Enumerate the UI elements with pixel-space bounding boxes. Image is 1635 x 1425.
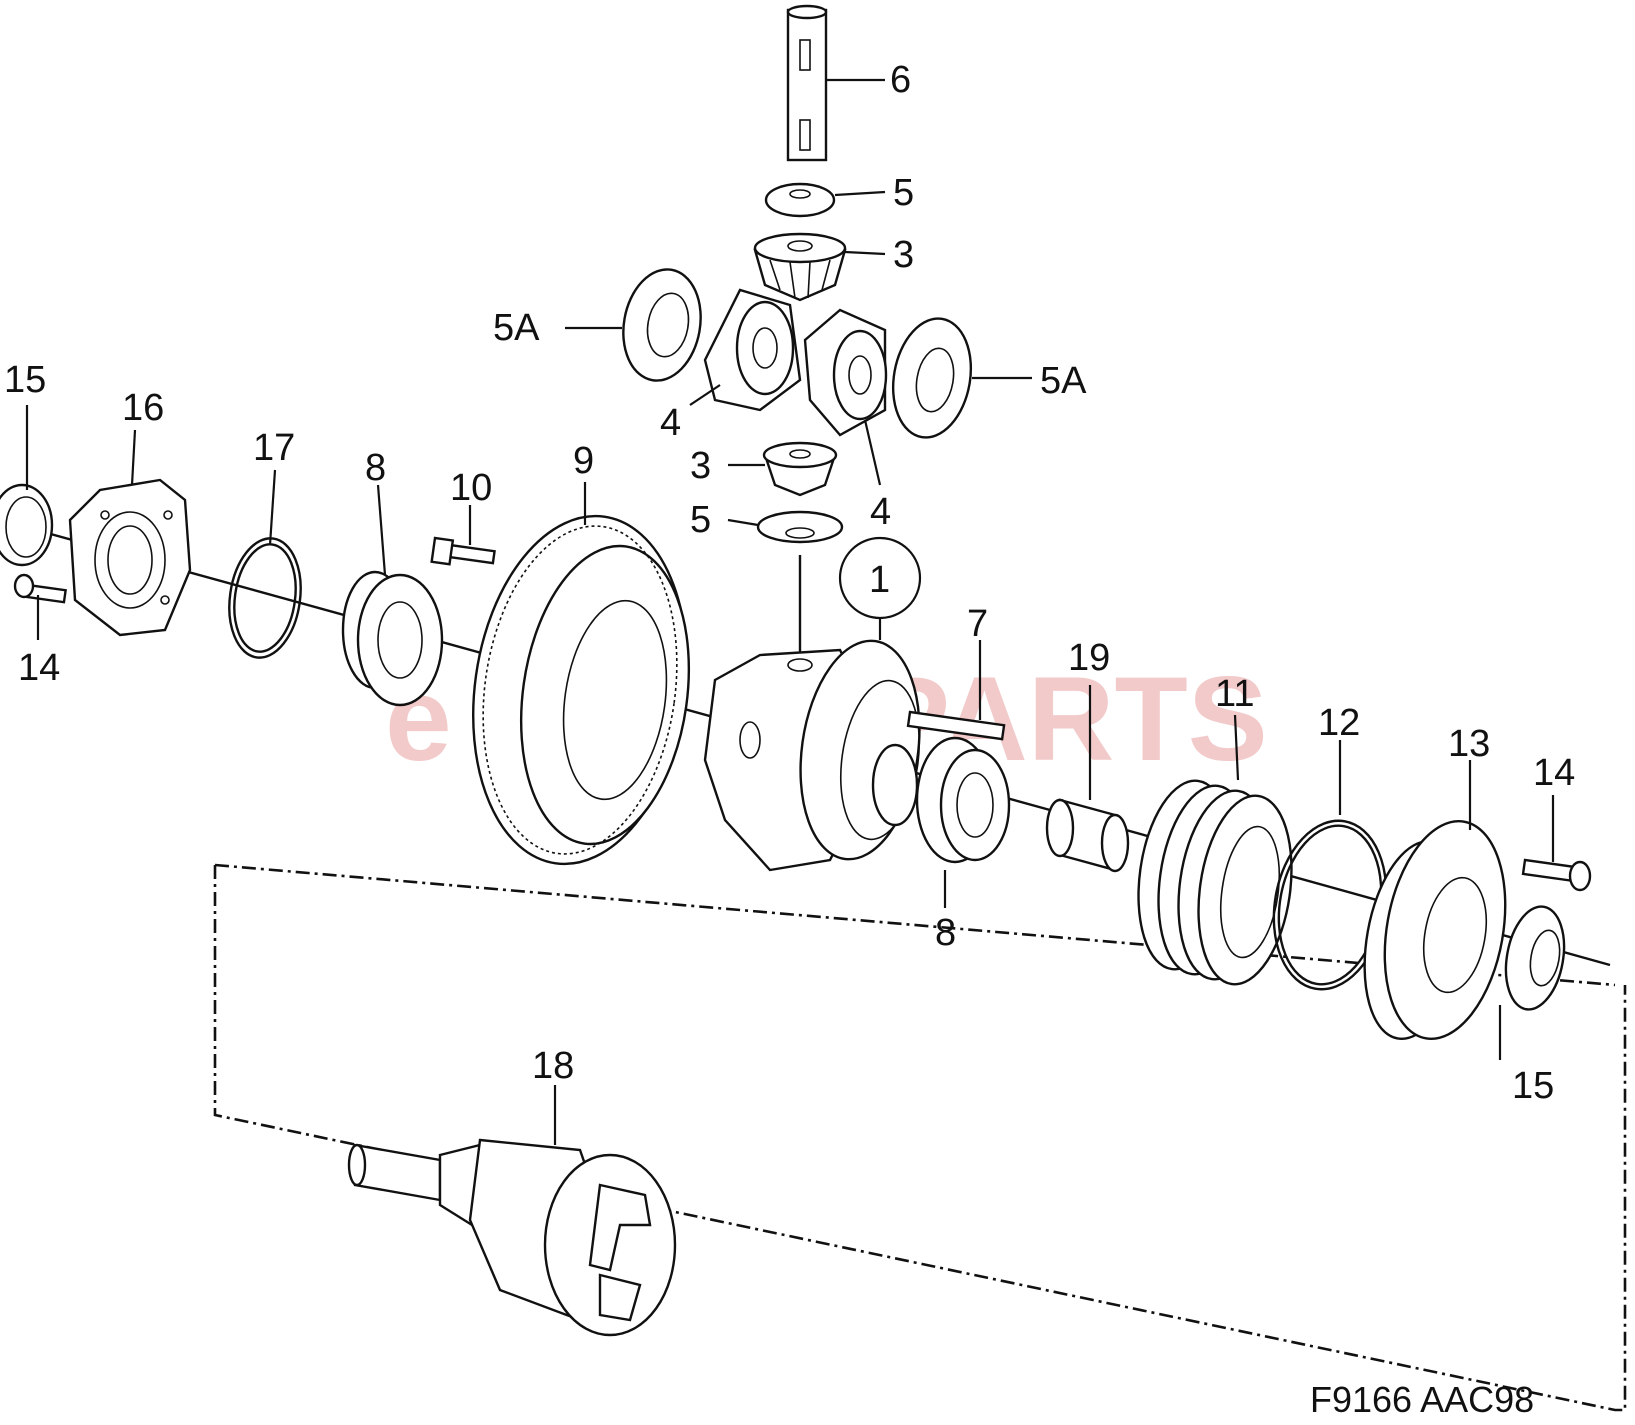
diagram-reference-code: F9166 AAC98 <box>1310 1379 1534 1420</box>
callout-11: 11 <box>1215 673 1254 715</box>
callout-15-right: 15 <box>1512 1065 1554 1107</box>
callout-18: 18 <box>532 1045 574 1087</box>
part-19-spacer-sleeve <box>1045 798 1130 873</box>
callout-17: 17 <box>253 427 295 469</box>
callout-14-left: 14 <box>18 647 60 689</box>
callout-3-bottom: 3 <box>690 445 711 487</box>
part-6-pinion-shaft <box>786 4 828 162</box>
part-15-oil-seal-left <box>0 483 54 567</box>
callout-9: 9 <box>573 440 594 482</box>
part-10-ring-gear-bolt <box>430 536 496 566</box>
part-8-bearing-right <box>915 736 1011 864</box>
callout-15-left: 15 <box>4 359 46 401</box>
callout-4-right: 4 <box>870 491 891 533</box>
part-15-oil-seal-right <box>1504 905 1566 1011</box>
part-18-drive-shaft-cv-joint <box>347 1138 677 1337</box>
callout-16: 16 <box>122 387 164 429</box>
callout-5-bottom: 5 <box>690 499 711 541</box>
callout-10: 10 <box>450 467 492 509</box>
callout-5A-left: 5A <box>493 307 540 349</box>
part-5-thrust-washer-top <box>764 182 836 218</box>
part-5A-thrust-washer-left <box>622 268 702 382</box>
callout-19: 19 <box>1068 637 1110 679</box>
part-11-shim-stack <box>1137 779 1293 986</box>
part-3-pinion-gear-top <box>753 232 847 302</box>
part-5A-thrust-washer-right <box>891 317 973 439</box>
callout-14-right: 14 <box>1533 752 1575 794</box>
callout-12: 12 <box>1318 702 1360 744</box>
part-8-bearing-left <box>341 570 444 707</box>
part-14-bolt-right <box>1521 858 1592 892</box>
callout-8-right: 8 <box>935 912 956 954</box>
part-5-thrust-washer-bottom <box>756 510 844 544</box>
callout-8-left: 8 <box>365 447 386 489</box>
callout-6: 6 <box>890 59 911 101</box>
part-16-bearing-cover-left <box>68 478 192 637</box>
callout-4-left: 4 <box>660 402 681 444</box>
part-9-ring-gear <box>472 514 691 866</box>
part-7-lock-pin <box>906 710 1006 741</box>
part-3-pinion-gear-bottom <box>762 441 838 497</box>
callout-5A-right: 5A <box>1040 360 1087 402</box>
callout-7: 7 <box>967 603 988 645</box>
part-4-side-gear-left <box>703 288 802 412</box>
part-14-bolt-left <box>13 573 67 604</box>
leader-lines <box>25 78 1555 1145</box>
part-1-differential-case <box>703 639 921 872</box>
part-13-bearing-cover-right <box>1363 820 1507 1041</box>
part-4-side-gear-right <box>803 308 888 437</box>
part-17-o-ring-left <box>228 537 302 659</box>
callout-3-top: 3 <box>893 234 914 276</box>
callout-1: 1 <box>869 559 890 601</box>
callout-5-top: 5 <box>893 172 914 214</box>
callout-13: 13 <box>1448 723 1490 765</box>
callout-labels: 6 5 3 5A 5A 4 3 4 5 1 7 19 11 12 13 14 1… <box>4 59 1575 1107</box>
